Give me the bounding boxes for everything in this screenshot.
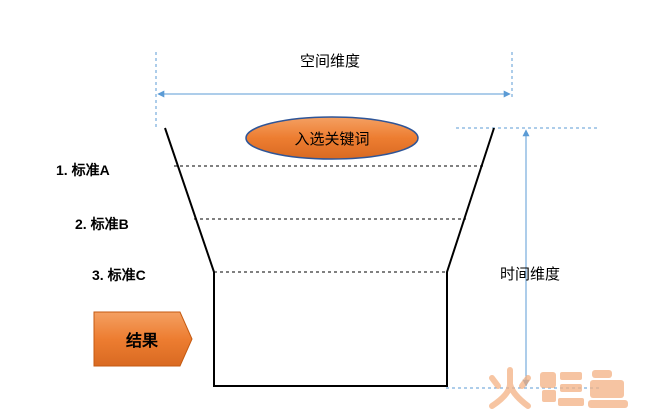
criterion-a-label: 1. 标准A [56, 162, 110, 178]
result-arrow-shape [93, 311, 193, 367]
time-dimension-label: 时间维度 [500, 266, 561, 283]
watermark-logo [489, 367, 628, 409]
funnel-outline [164, 127, 495, 387]
criterion-c-label: 3. 标准C [92, 267, 146, 283]
keywords-label: 入选关键词 [294, 130, 370, 148]
keywords-ellipse [245, 116, 419, 160]
result-label: 结果 [125, 333, 158, 350]
space-dimension-label: 空间维度 [300, 53, 361, 70]
criterion-b-label: 2. 标准B [75, 216, 129, 232]
